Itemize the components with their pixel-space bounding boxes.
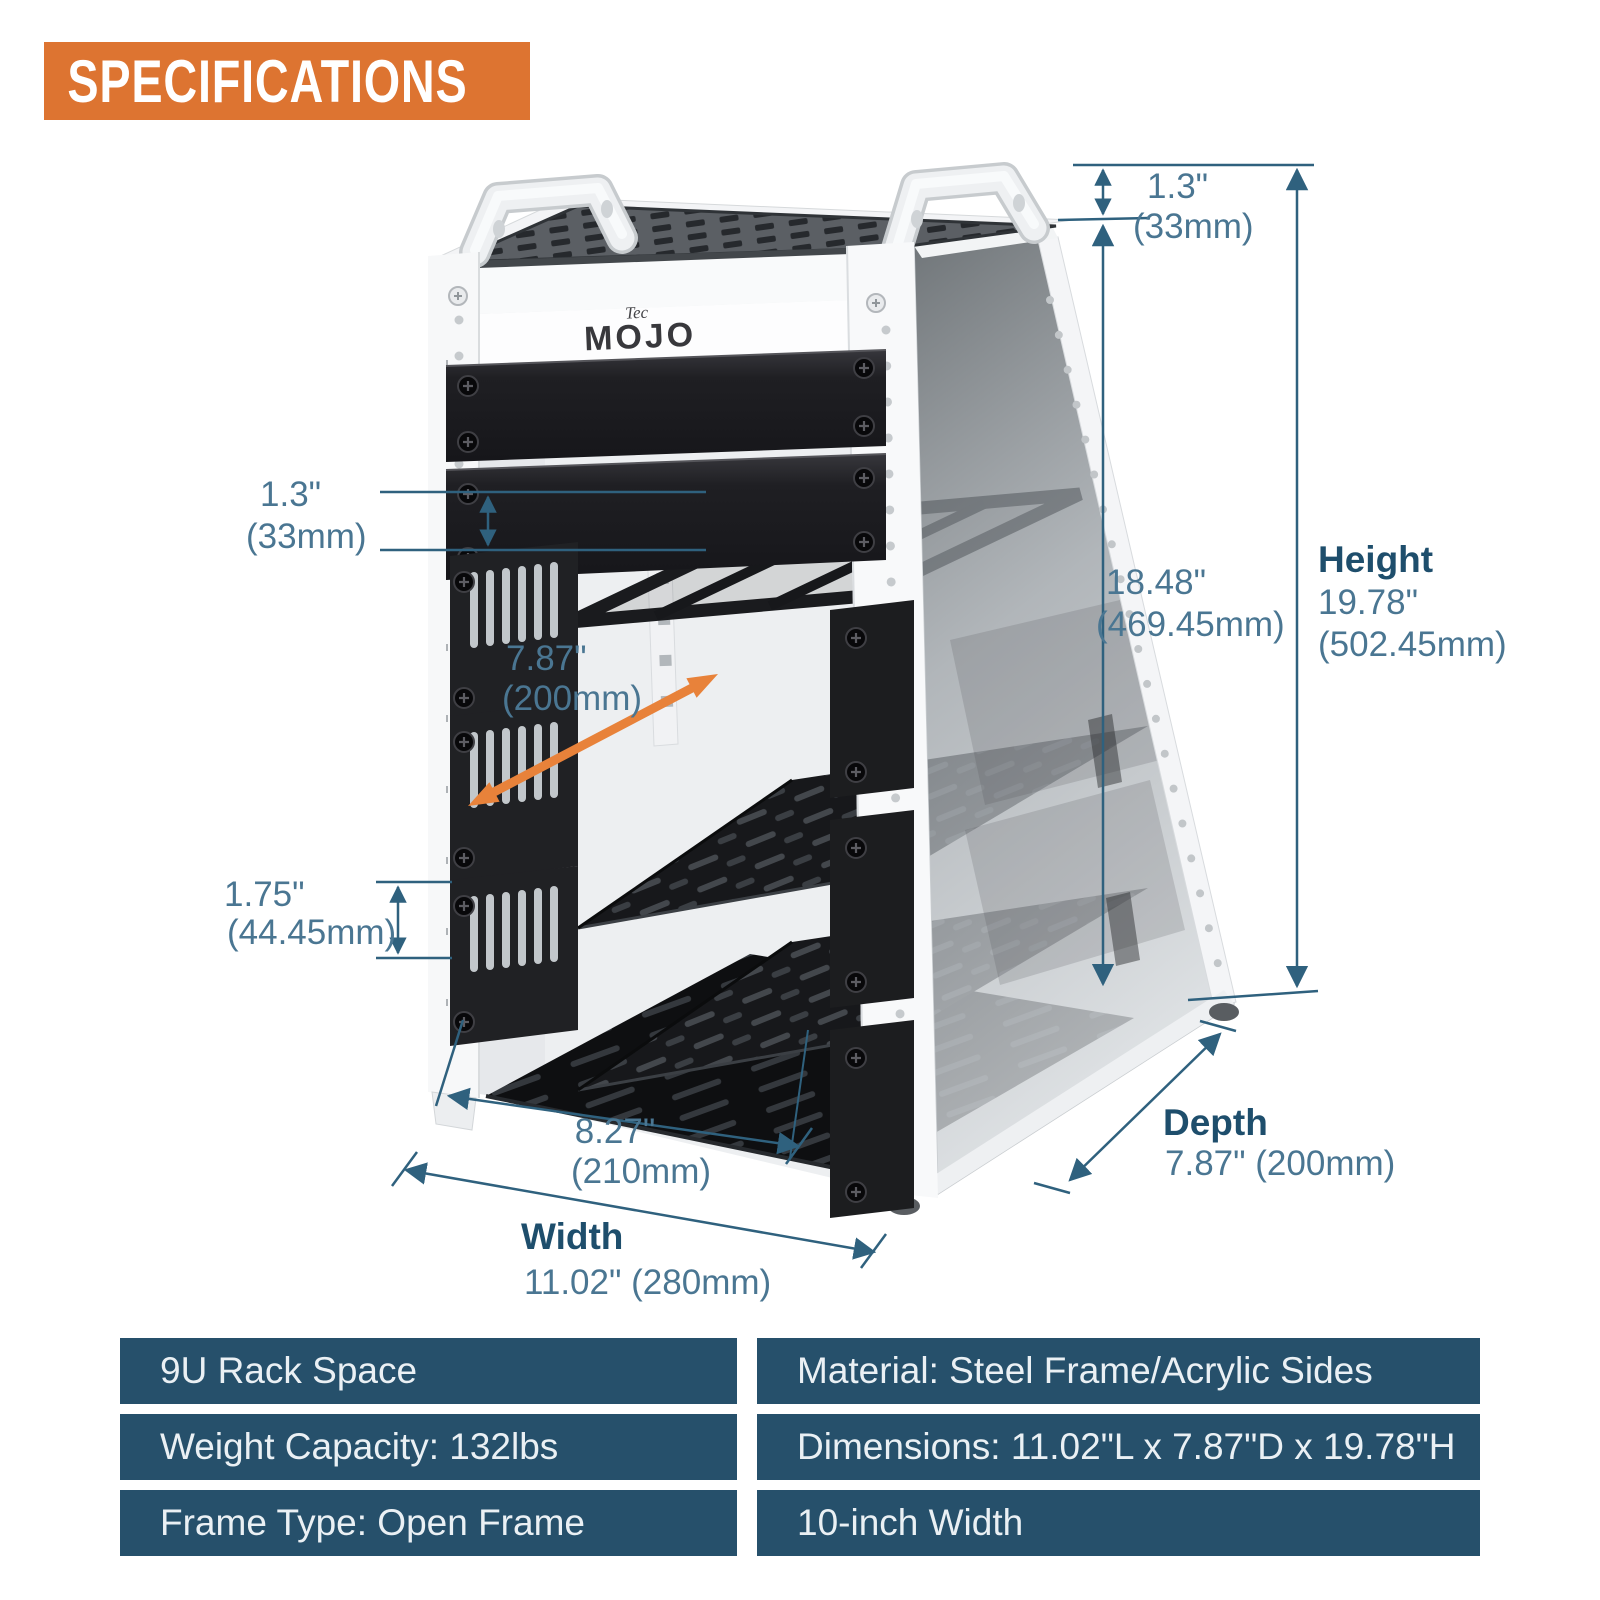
banner-title: SPECIFICATIONS [67, 47, 468, 115]
dim-label-width: Width [521, 1216, 623, 1257]
spec-dimensions: Dimensions: 11.02"L x 7.87"D x 19.78"H [757, 1414, 1480, 1480]
dim-arrow-inner-width [446, 1087, 801, 1155]
dim-label-shelf-depth-in: 7.87" [506, 639, 587, 678]
brand-logo: Tec MOJO [583, 303, 697, 359]
dim-label-height-in: 19.78" [1318, 583, 1418, 622]
carry-handle-right [880, 162, 1050, 268]
dim-label-unit-in: 1.75" [224, 875, 305, 914]
carry-handle-left [459, 174, 638, 268]
dim-label-rail-mm: (33mm) [246, 517, 367, 556]
acrylic-shadow-band [965, 780, 1185, 985]
shelf-depth-arrow [468, 674, 718, 806]
spec-frame-type: Frame Type: Open Frame [120, 1490, 737, 1556]
brand-logo-script: Tec [625, 303, 649, 323]
dim-label-height-mm: (502.45mm) [1318, 625, 1507, 664]
acrylic-clip [1106, 892, 1140, 966]
dim-label-height: Height [1318, 539, 1433, 580]
dim-label-shelf-depth-mm: (200mm) [502, 679, 642, 718]
spec-width-class: 10-inch Width [757, 1490, 1480, 1556]
dimension-annotations [376, 163, 1319, 1269]
dim-label-body-mm: (469.45mm) [1096, 605, 1285, 644]
specifications-banner: SPECIFICATIONS [44, 42, 530, 120]
brand-logo-main: MOJO [583, 316, 697, 359]
blank-panel-1 [445, 349, 887, 462]
front-top-beam [478, 254, 850, 314]
dim-ext [789, 1029, 809, 1159]
dim-label-unit-mm: (44.45mm) [227, 913, 396, 952]
dim-label-rail-in: 1.3" [260, 475, 321, 514]
dim-ext [390, 1151, 419, 1187]
dim-arrow-depth [1068, 1032, 1222, 1182]
dim-ext [859, 1233, 888, 1269]
dim-label-inner-width-in: 8.27" [575, 1112, 656, 1151]
dim-label-body-in: 18.48" [1106, 563, 1206, 602]
dim-label-handle-mm: (33mm) [1133, 207, 1254, 246]
dim-tick [1187, 989, 1319, 1002]
dim-label-depth-value: 7.87" (200mm) [1165, 1144, 1395, 1183]
dim-arrow-total-width [403, 1162, 877, 1260]
spec-rack-space: 9U Rack Space [120, 1338, 737, 1404]
dim-label-width-value: 11.02" (280mm) [524, 1263, 771, 1302]
dim-ext [1199, 1019, 1237, 1033]
dim-ext [434, 1019, 465, 1107]
acrylic-side-panel [913, 225, 1239, 1196]
spec-material: Material: Steel Frame/Acrylic Sides [757, 1338, 1480, 1404]
dim-label-handle-in: 1.3" [1147, 167, 1208, 206]
dim-label-depth: Depth [1163, 1102, 1268, 1143]
rear-foot [1209, 1003, 1239, 1021]
spec-weight-capacity: Weight Capacity: 132lbs [120, 1414, 737, 1480]
dim-tick [1057, 216, 1151, 222]
dimension-labels: 1.3" (33mm) 18.48" (469.45mm) Height 19.… [224, 167, 1507, 1302]
spec-table: 9U Rack Space Material: Steel Frame/Acry… [120, 1338, 1480, 1556]
dim-ext [1033, 1181, 1071, 1195]
dim-label-inner-width-mm: (210mm) [571, 1152, 711, 1191]
